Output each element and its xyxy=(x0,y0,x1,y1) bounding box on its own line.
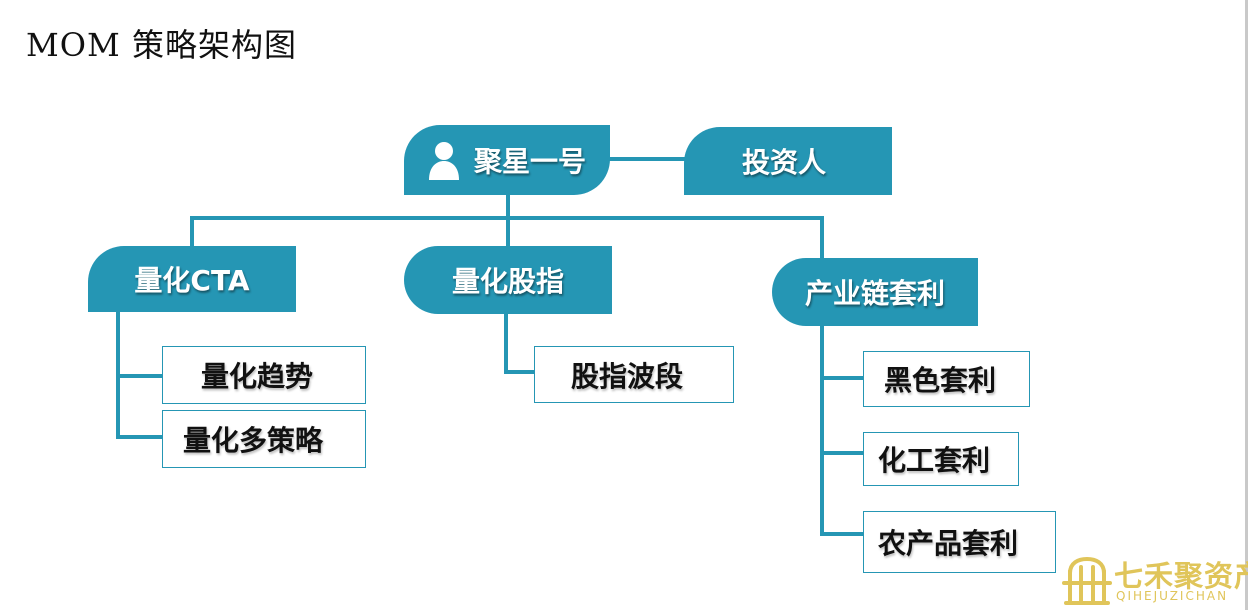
branch-label: 量化股指 xyxy=(451,265,564,298)
leaf-label: 量化趋势 xyxy=(201,360,314,393)
leaf-cta-multi[interactable]: 量化多策略 xyxy=(162,410,366,468)
branch-node-index[interactable]: 量化股指 xyxy=(404,246,612,314)
branch-label: 量化CTA xyxy=(134,264,250,297)
company-logo: 七禾聚资产 QIHEJUZICHAN xyxy=(1062,553,1248,610)
branch-node-arbitrage[interactable]: 产业链套利 xyxy=(772,258,978,326)
leaf-arb-agri[interactable]: 农产品套利 xyxy=(863,511,1056,573)
right-border xyxy=(1245,0,1248,610)
logo-name-cn: 七禾聚资产 xyxy=(1114,559,1248,593)
page-title: MOM 策略架构图 xyxy=(26,26,297,64)
leaf-arb-black[interactable]: 黑色套利 xyxy=(863,351,1030,407)
leaf-label: 化工套利 xyxy=(878,444,991,477)
investor-label: 投资人 xyxy=(741,146,826,179)
leaf-index-swing[interactable]: 股指波段 xyxy=(534,346,734,403)
leaf-cta-trend[interactable]: 量化趋势 xyxy=(162,346,366,404)
leaf-label: 黑色套利 xyxy=(884,364,997,397)
branch-node-cta[interactable]: 量化CTA xyxy=(88,246,296,312)
logo-name-en: QIHEJUZICHAN xyxy=(1116,589,1229,603)
logo-mark-icon xyxy=(1062,556,1112,605)
leaf-label: 农产品套利 xyxy=(878,527,1019,560)
leaf-arb-chemical[interactable]: 化工套利 xyxy=(863,432,1019,486)
branch-label: 产业链套利 xyxy=(804,277,945,310)
leaf-label: 股指波段 xyxy=(571,359,684,393)
root-label: 聚星一号 xyxy=(473,145,586,178)
root-node[interactable]: 聚星一号 xyxy=(404,125,610,195)
leaf-label: 量化多策略 xyxy=(183,424,324,457)
branch2-trunk-line xyxy=(504,310,548,374)
investor-node[interactable]: 投资人 xyxy=(684,127,892,195)
person-icon xyxy=(428,142,459,180)
